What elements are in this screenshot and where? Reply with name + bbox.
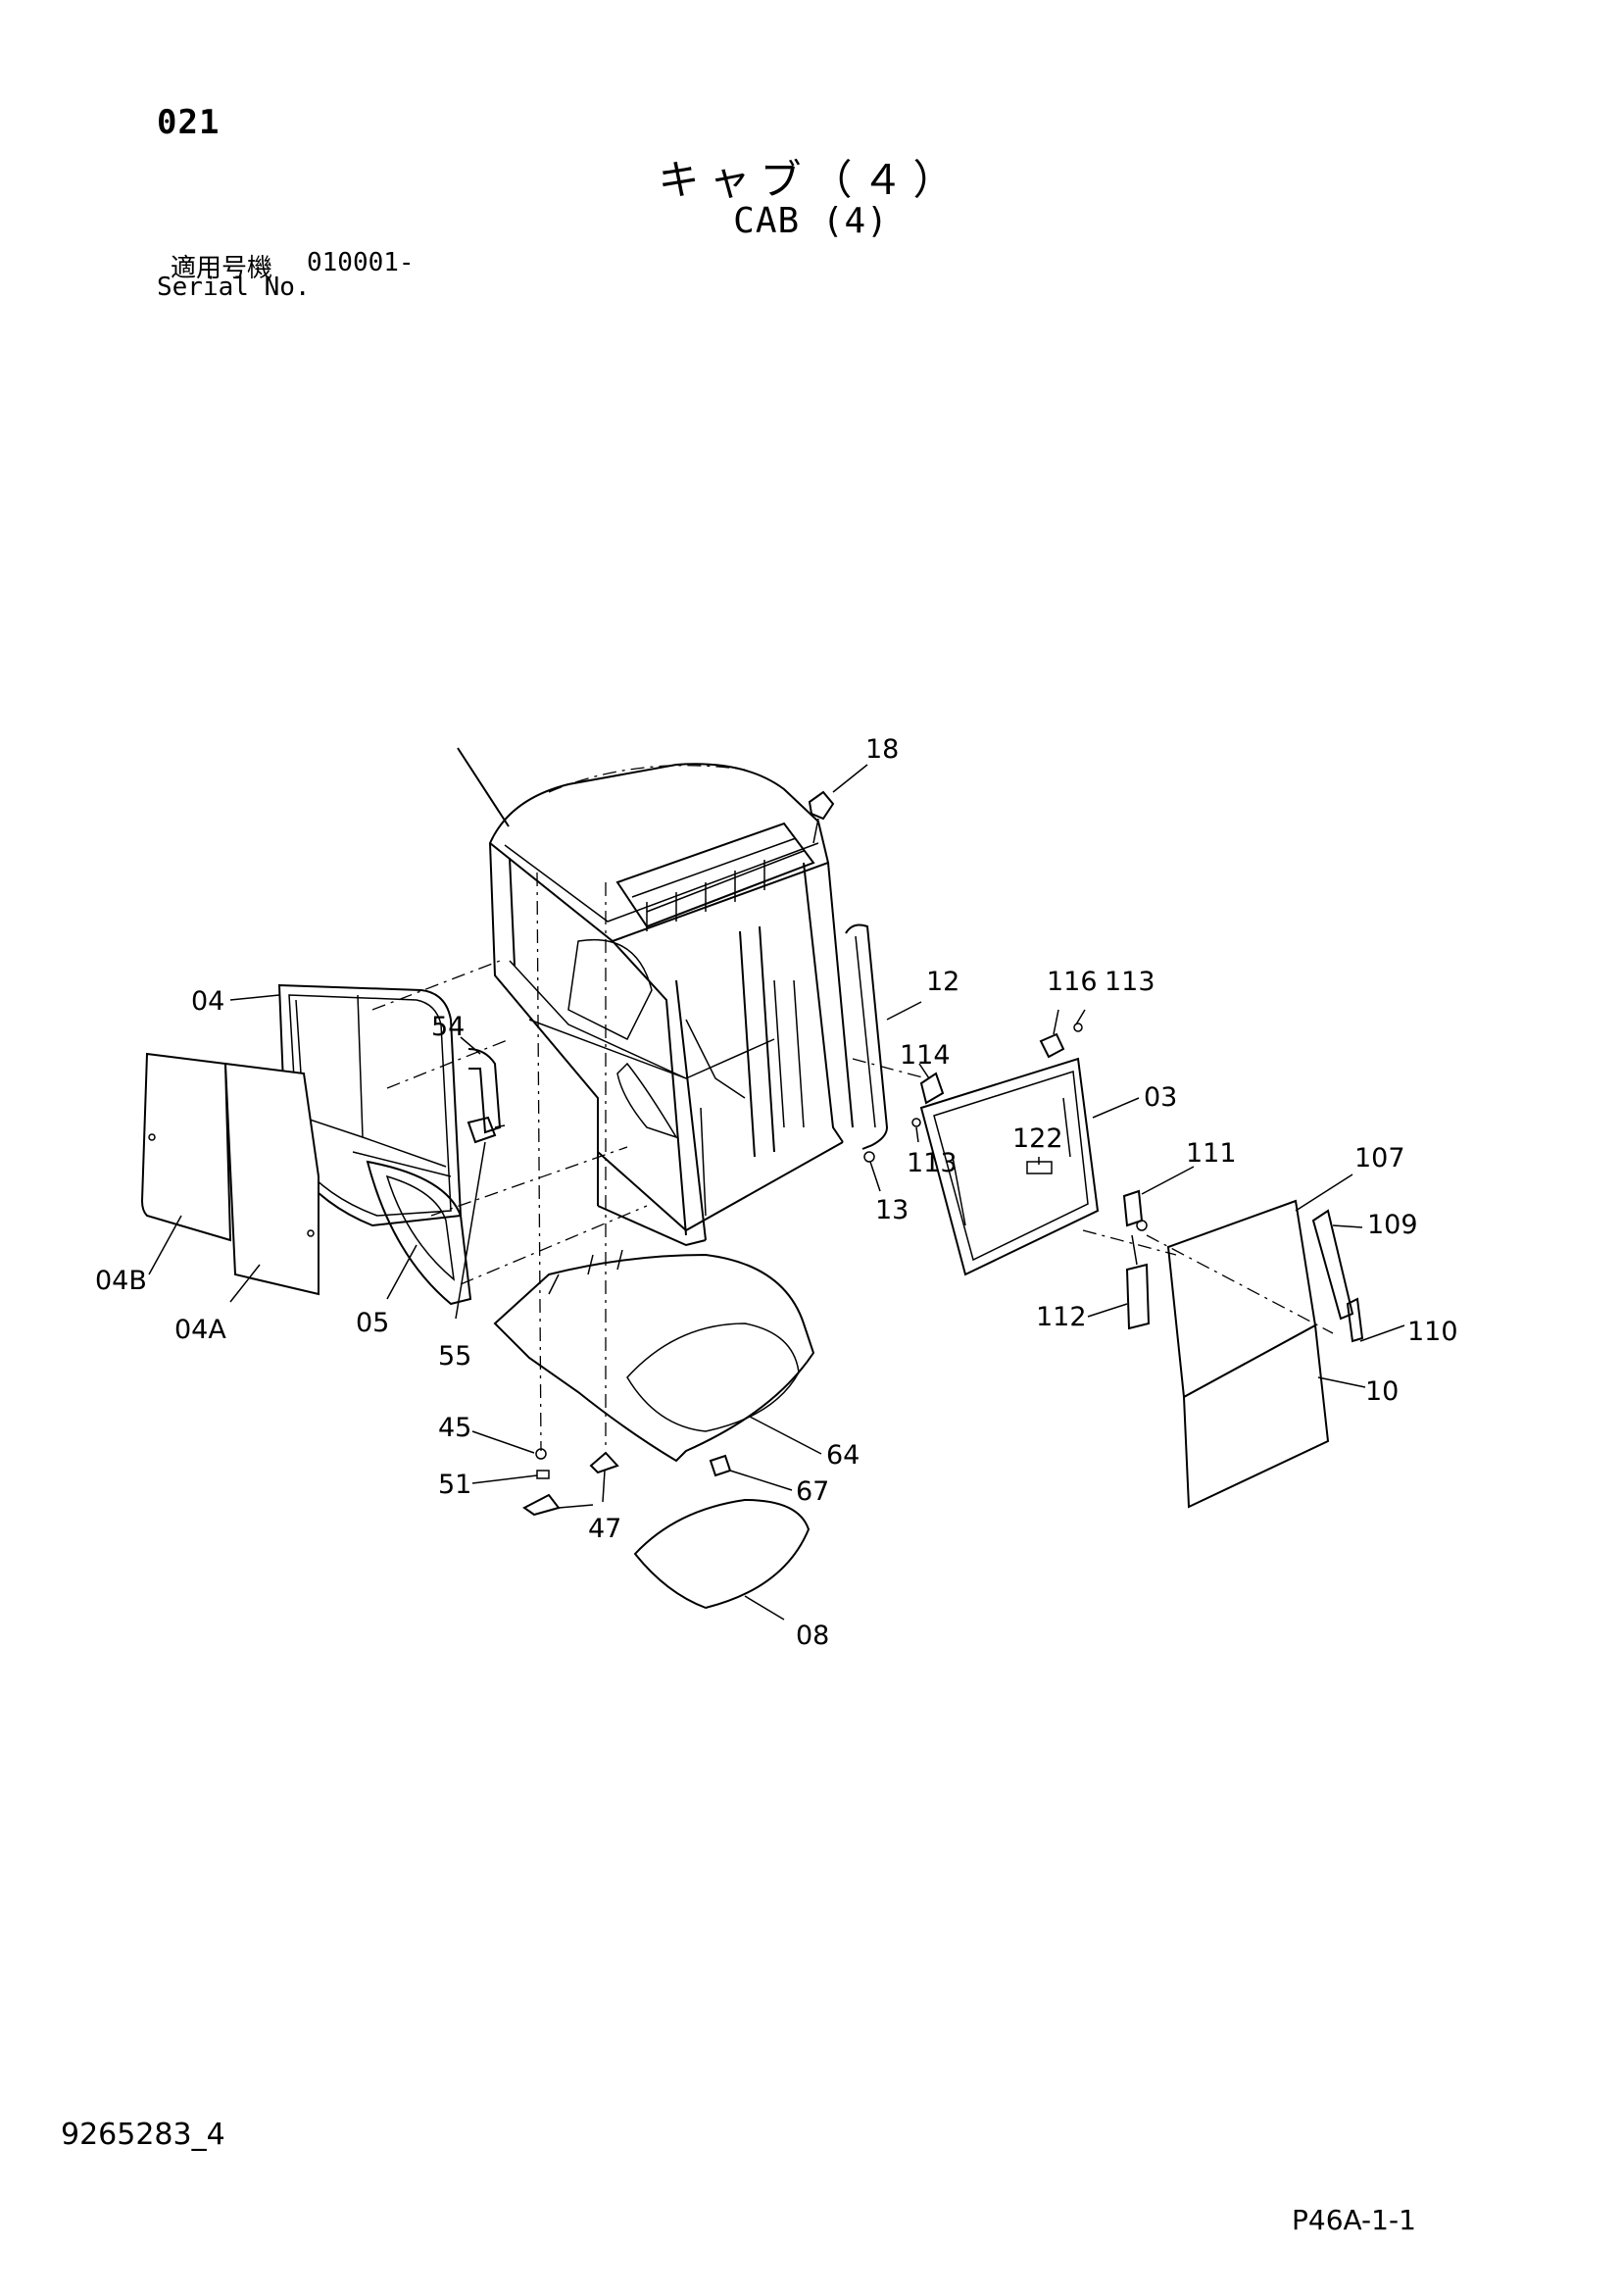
grab-handle-54 bbox=[467, 1048, 502, 1134]
latch-parts-114-116-113 bbox=[911, 1023, 1083, 1127]
callout-12: 12 bbox=[926, 967, 959, 997]
callout-122: 122 bbox=[1012, 1123, 1063, 1154]
cab-light-18 bbox=[808, 790, 835, 844]
fasteners-45-51-47-67 bbox=[522, 1448, 732, 1517]
callout-13: 13 bbox=[875, 1195, 909, 1225]
wiper-motor-111 bbox=[1122, 1189, 1148, 1231]
callout-51: 51 bbox=[438, 1470, 471, 1500]
callout-112: 112 bbox=[1036, 1302, 1087, 1332]
callout-04a: 04A bbox=[174, 1315, 226, 1345]
callout-04: 04 bbox=[191, 986, 224, 1017]
sliding-windows-04a-04b bbox=[140, 1052, 319, 1296]
serial-range: 010001- bbox=[307, 248, 415, 277]
wiper-link-112 bbox=[1125, 1234, 1151, 1330]
callout-47: 47 bbox=[588, 1514, 621, 1544]
callout-67: 67 bbox=[796, 1476, 829, 1507]
leader-lines bbox=[148, 764, 1405, 1621]
front-glass-107-10 bbox=[1166, 1199, 1330, 1509]
door-lock-55 bbox=[467, 1116, 506, 1144]
callout-107: 107 bbox=[1354, 1143, 1405, 1173]
floor-plate-08 bbox=[633, 1498, 811, 1610]
rear-window-frame-03 bbox=[919, 1057, 1100, 1276]
callout-109: 109 bbox=[1367, 1210, 1418, 1240]
callout-64: 64 bbox=[826, 1440, 860, 1471]
callout-45: 45 bbox=[438, 1413, 471, 1443]
callout-10: 10 bbox=[1365, 1376, 1399, 1407]
floor-mat-64 bbox=[493, 1249, 815, 1463]
callout-04b: 04B bbox=[95, 1266, 147, 1296]
assembly-lines bbox=[371, 872, 1334, 1452]
serial-label-english: Serial No. bbox=[157, 273, 311, 302]
page-title-japanese: キャブ（４） bbox=[658, 156, 964, 204]
serial-label-japanese: 適用号機 bbox=[171, 254, 273, 283]
document-number: 9265283_4 bbox=[61, 2118, 225, 2152]
page-code: 021 bbox=[157, 103, 221, 142]
cab-frame bbox=[457, 747, 854, 1247]
callout-54: 54 bbox=[431, 1012, 465, 1042]
callout-113-lower: 113 bbox=[907, 1148, 958, 1178]
callout-labels: 18 12 116 113 04 54 114 03 122 111 107 1… bbox=[95, 734, 1458, 1651]
support-bar-12 bbox=[845, 923, 889, 1150]
page-reference: P46A-1-1 bbox=[1292, 2204, 1416, 2236]
callout-110: 110 bbox=[1407, 1317, 1458, 1347]
callout-114: 114 bbox=[900, 1040, 951, 1071]
bolt-13 bbox=[863, 1151, 875, 1163]
callout-05: 05 bbox=[356, 1308, 389, 1338]
callout-113-top: 113 bbox=[1105, 967, 1155, 997]
callout-111: 111 bbox=[1186, 1138, 1237, 1169]
callout-18: 18 bbox=[865, 734, 899, 765]
callout-116: 116 bbox=[1047, 967, 1098, 997]
callout-03: 03 bbox=[1144, 1082, 1177, 1113]
callout-08: 08 bbox=[796, 1621, 829, 1651]
page-title-english: CAB (4) bbox=[733, 201, 889, 241]
lower-door-glass-05 bbox=[366, 1160, 472, 1306]
callout-55: 55 bbox=[438, 1341, 471, 1372]
wiper-arm-109-110 bbox=[1311, 1209, 1364, 1343]
